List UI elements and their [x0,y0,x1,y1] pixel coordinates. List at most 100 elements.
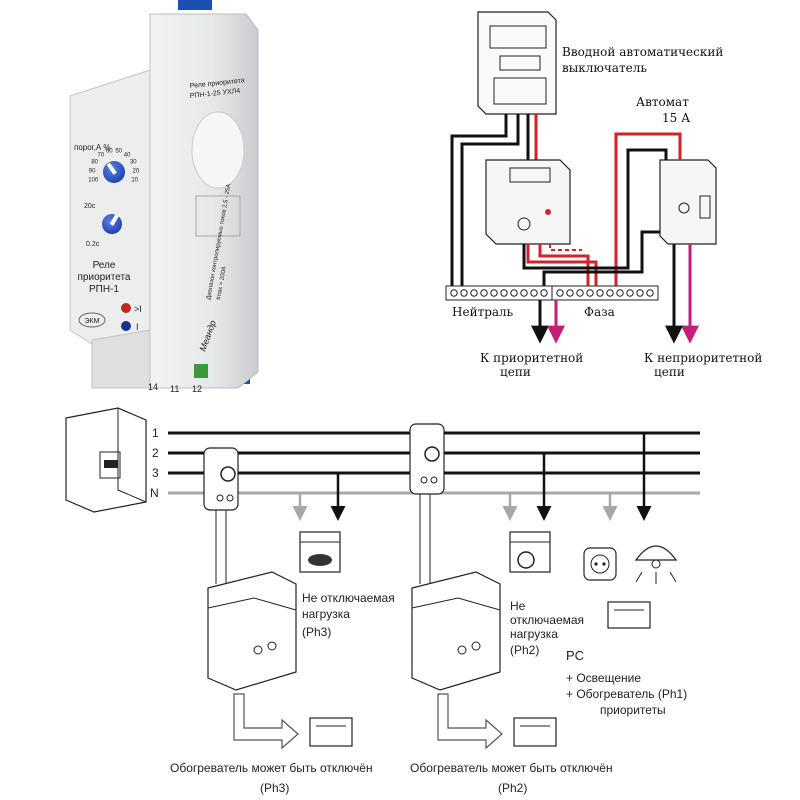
phase-wire-dashed [549,244,582,251]
terminal-screw [500,289,508,297]
terminal-screw [480,289,488,297]
neutral-rail [445,285,553,301]
knob1-scale-label: 70 [98,152,105,158]
ekm-badge [78,312,106,328]
heater-note-1: Обогреватель может быть отключён [170,761,373,775]
terminal-block [194,364,208,378]
terminal-screw [636,289,644,297]
relay-photo: Реле приоритета РПН-1-25 УХЛ4 Диапазон к… [69,0,259,394]
pc-label: PC [566,648,584,663]
terminal-12: 12 [192,384,202,394]
lamp-icon-ray-left [635,571,643,583]
knob1-scale-label: 90 [89,168,96,174]
neutral-label: Нейтраль [452,305,514,319]
threshold-knob-mark [106,162,117,175]
system-diagram: 1 2 3 N [65,407,700,795]
terminal-screw [606,289,614,297]
relay-module [485,159,571,245]
relay-module-terminals [509,167,551,183]
wiring-diagram: Вводной автоматический выключатель Автом… [445,11,762,379]
relay-module-2 [411,571,501,691]
washer-icon [509,531,551,573]
terminal-screw [460,289,468,297]
terminal-screw [510,289,518,297]
pc-item2: + Обогреватель (Ph1) [566,687,687,701]
sensor-2-ring [424,446,440,462]
knob2-top: 20с [84,203,96,210]
load2-line1: Не [510,599,526,613]
meter-display [489,25,547,49]
knob1-scale-label: 60 [106,149,113,155]
sensor-1-ring [220,466,236,482]
terminal-screw [586,289,594,297]
pc-item3: приоритеты [600,703,666,717]
phase-wire-breaker [614,132,682,286]
heater-icon-2 [513,717,557,747]
nonpriority-out-2: цепи [654,365,685,379]
socket-icon [583,547,617,581]
bus-label-3: 3 [152,466,159,480]
relay-schema [195,195,241,237]
terminal-screw [520,289,528,297]
load2-line3: нагрузка [510,627,558,641]
din-rail-top [178,0,212,10]
bus-label-2: 2 [152,446,159,460]
knob1-label: порог,А % [74,143,111,152]
terminal-screw [556,289,564,297]
phase-label: Фаза [584,305,615,319]
led-blue-label: I [136,322,139,332]
lamp-icon-bulb [651,559,661,569]
load2-phase: (Ph2) [510,643,539,657]
socket-icon-face [590,554,610,574]
relay-front-lower [91,329,151,389]
front-label-3: РПН-1 [89,284,119,295]
terminal-screw [576,289,584,297]
priority-out-2: цепи [500,365,531,379]
main-breaker-box [477,11,557,115]
terminal-screw [646,289,654,297]
meter-switch [499,55,541,71]
delay-knob-mark [109,214,119,226]
led-blue [121,321,131,331]
oven-icon-dish [308,554,332,566]
load1-line2: нагрузка [302,607,350,621]
hollow-arrow-1 [233,693,299,750]
lamp-icon [634,545,678,561]
relay-front [69,69,151,345]
knob1-scale-label: 50 [115,149,122,155]
relay-module-led [545,209,551,215]
terminal-rail-base [445,285,553,301]
led-red [121,303,131,313]
terminal-14: 14 [148,382,158,392]
phase-rail [551,285,659,301]
breaker-label: Автомат [636,95,689,109]
nonpriority-out-1: К неприоритетной [644,351,762,365]
terminal-11: 11 [170,384,179,394]
heater-phase-2: (Ph2) [498,781,527,795]
heater-phase-1: (Ph3) [260,781,289,795]
knob1-scale-label: 40 [124,152,131,158]
terminal-screw [540,289,548,297]
load1-phase: (Ph3) [302,625,331,639]
relay-window [191,111,245,189]
washer-icon-drum [517,551,535,569]
sensor-1-port-a [216,494,224,502]
priority-out-1: К приоритетной [480,351,583,365]
knob1-scale-label: 80 [91,159,98,165]
load1-line1: Не отключаемая [302,591,395,605]
terminal-screw [450,289,458,297]
heater-note-2: Обогреватель может быть отключён [410,761,613,775]
terminal-screw [530,289,538,297]
heater-pc-icon [607,601,651,629]
load2-line2: отключаемая [510,613,584,627]
front-label-2: приоритета [78,272,131,283]
knob2-bottom: 0.2с [86,241,100,248]
sensor-2-port-b [430,476,438,484]
sensor-1-port-b [226,494,234,502]
socket-icon-pin-b [602,562,606,566]
hollow-arrow-2 [437,693,503,750]
panel-edge [117,408,147,503]
panel-switch-lever [104,460,118,468]
